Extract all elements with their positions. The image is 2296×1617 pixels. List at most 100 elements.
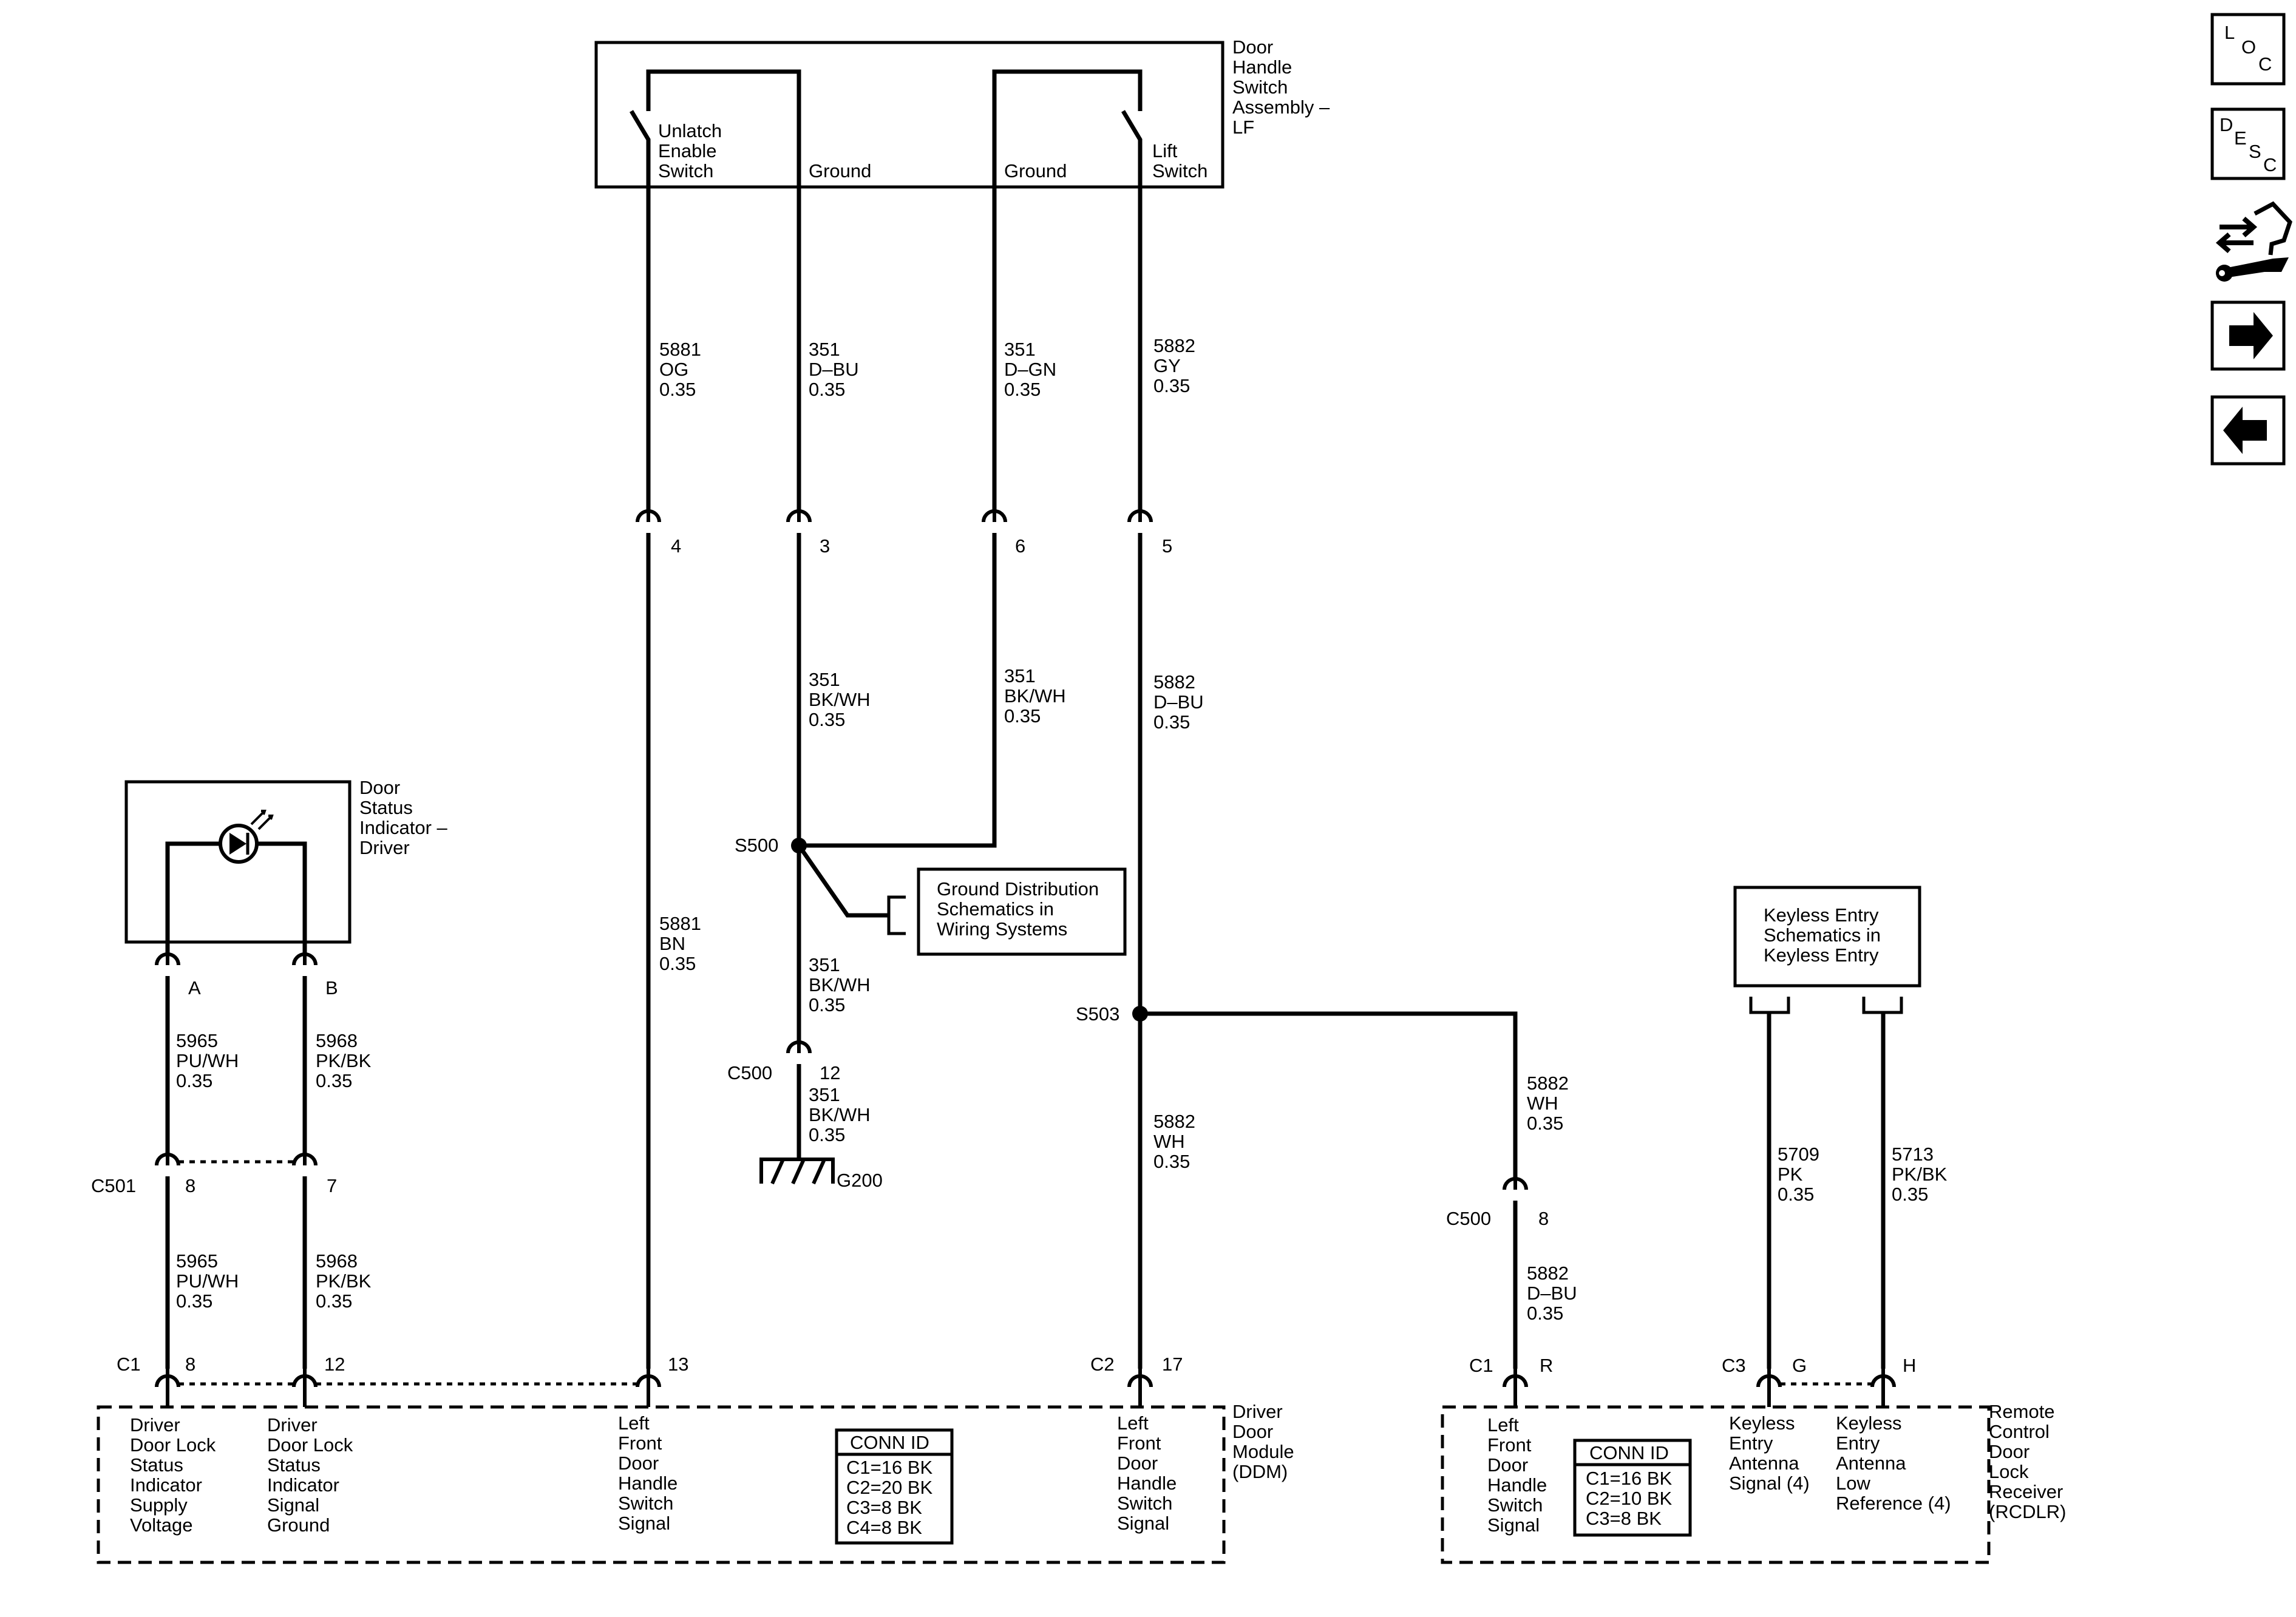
keyless-ref-bracket-left xyxy=(1749,997,1790,1014)
keyless-entry-ref: Keyless Entry Schematics in Keyless Entr… xyxy=(1733,886,1952,1369)
door-status-indicator: Door Status Indicator – Driver A B 5965 … xyxy=(91,777,452,1369)
wire-351-bkwh-b-label: 351 BK/WH 0.35 xyxy=(1004,665,1071,727)
wire-5882-wh-branch xyxy=(1140,1011,1518,1178)
ground-distribution-ref-box[interactable] xyxy=(917,867,1127,956)
ddm-c1-pin-8-label: 8 xyxy=(185,1354,195,1375)
connector-c500-pin-8 xyxy=(1503,1177,1528,1190)
desc-button-c: C xyxy=(2263,154,2277,175)
indicator-title: Door Status Indicator – Driver xyxy=(359,777,452,858)
wire-5881-bn-label: 5881 BN 0.35 xyxy=(659,913,707,974)
unlatch-switch-label: Unlatch Enable Switch xyxy=(658,120,727,181)
rcdlr-c3-pin-h-label: H xyxy=(1903,1355,1916,1376)
ddm-conn-id-rows: C1=16 BK C2=20 BK C3=8 BK C4=8 BK xyxy=(846,1457,938,1538)
wire-351-dgn-label: 351 D–GN 0.35 xyxy=(1004,339,1062,400)
driver-door-module: Driver Door Module (DDM) C1 8 12 13 C2 1… xyxy=(97,1354,1299,1564)
connector-c500-pin-8-label: 8 xyxy=(1538,1208,1549,1229)
lift-switch-label: Lift Switch xyxy=(1152,140,1207,181)
led-icon xyxy=(219,810,274,864)
rcdlr-label-antenna-ref: Keyless Entry Antenna Low Reference (4) xyxy=(1836,1412,1951,1514)
ddm-label-lf-switch: Left Front Door Handle Switch Signal xyxy=(618,1412,683,1534)
forward-arrow-button[interactable] xyxy=(2210,300,2286,371)
rcdlr-title: Remote Control Door Lock Receiver (RCDLR… xyxy=(1989,1401,2068,1522)
ddm-conn-id-header: CONN ID xyxy=(850,1432,929,1453)
rcdlr-box xyxy=(1441,1405,1991,1564)
desc-button[interactable]: D E S C xyxy=(2210,107,2286,180)
connector-c501-pin-8 xyxy=(155,1153,180,1166)
desc-button-s: S xyxy=(2249,141,2261,162)
keyless-entry-ref-text: Keyless Entry Schematics in Keyless Entr… xyxy=(1764,904,1886,966)
back-arrow-button[interactable] xyxy=(2210,395,2286,466)
wire-351-bkwh-a-label: 351 BK/WH 0.35 xyxy=(809,669,875,730)
arrow-right-icon xyxy=(2229,312,2273,359)
pin-5-label: 5 xyxy=(1162,535,1172,557)
connector-pin-3 xyxy=(786,509,812,523)
desc-button-e: E xyxy=(2234,127,2247,149)
ddm-c1-pin-12 xyxy=(292,1369,318,1407)
ddm-c1-label: C1 xyxy=(117,1354,141,1375)
ddm-c1-pin-8 xyxy=(155,1369,180,1407)
ground-g200-label: G200 xyxy=(837,1170,883,1191)
ground-left-label: Ground xyxy=(809,160,871,181)
switch-assembly-title: Door Handle Switch Assembly – LF xyxy=(1232,36,1335,138)
loc-button-c: C xyxy=(2258,53,2272,75)
wire-351-dbu-label: 351 D–BU 0.35 xyxy=(809,339,864,400)
connector-c501-label: C501 xyxy=(91,1175,136,1196)
connector-pin-5 xyxy=(1127,509,1153,523)
wire-5965-puwh-b-label: 5965 PU/WH 0.35 xyxy=(176,1250,244,1312)
rcdlr-label-antenna-signal: Keyless Entry Antenna Signal (4) xyxy=(1729,1412,1810,1494)
door-handle-switch-assembly: Door Handle Switch Assembly – LF Unlatch… xyxy=(594,36,1335,189)
loc-button-l: L xyxy=(2224,22,2235,43)
ddm-c2-label: C2 xyxy=(1090,1354,1115,1375)
rcdlr-c1-pin-r-label: R xyxy=(1540,1355,1553,1376)
indicator-pin-a-label: A xyxy=(188,977,201,998)
splice-s500-label: S500 xyxy=(735,835,778,856)
diagnostic-tool-icon[interactable] xyxy=(2215,201,2292,282)
switch-wires: 5881 OG 0.35 351 D–BU 0.35 351 D–GN 0.35… xyxy=(636,187,1195,557)
connector-c500-b-label: C500 xyxy=(1446,1208,1491,1229)
indicator-internal-wiring xyxy=(165,841,307,953)
wire-5968-pkbk-b-label: 5968 PK/BK 0.35 xyxy=(316,1250,376,1312)
wire-5709-pk-label: 5709 PK 0.35 xyxy=(1778,1144,1825,1205)
ground-g200-icon xyxy=(759,1158,835,1185)
ground-distribution-ref-text: Ground Distribution Schematics in Wiring… xyxy=(937,878,1104,940)
unlatch-switch-contact xyxy=(629,110,651,187)
connector-c500-pin-12 xyxy=(786,1040,812,1054)
ground-right-label: Ground xyxy=(1004,160,1067,181)
ground-ref-bracket xyxy=(887,895,906,935)
keyless-entry-ref-box[interactable] xyxy=(1733,886,1921,988)
pin-3-label: 3 xyxy=(820,535,830,557)
wire-351-bkwh-b xyxy=(799,533,997,848)
ddm-c1-pin-12-label: 12 xyxy=(324,1354,345,1375)
ddm-conn-id-table: CONN ID C1=16 BK C2=20 BK C3=8 BK C4=8 B… xyxy=(835,1428,954,1545)
rcdlr-c3-pin-g xyxy=(1756,1369,1782,1407)
wire-351-bkwh-ground-a-label: 351 BK/WH 0.35 xyxy=(809,954,875,1015)
wire-5713-pkbk-label: 5713 PK/BK 0.35 xyxy=(1892,1144,1952,1205)
connector-c501-pin-7-label: 7 xyxy=(327,1175,337,1196)
unlatch-switch-ground-loop xyxy=(646,69,801,187)
wire-5882-wh-branch-label: 5882 WH 0.35 xyxy=(1527,1073,1574,1134)
connector-c501-pin-7 xyxy=(292,1153,318,1166)
indicator-pin-b xyxy=(292,952,318,966)
remote-control-door-lock-receiver: Remote Control Door Lock Receiver (RCDLR… xyxy=(1441,1355,2068,1564)
connector-pin-6 xyxy=(982,509,1007,523)
rcdlr-c3-label: C3 xyxy=(1722,1355,1746,1376)
connector-pin-4 xyxy=(636,509,661,523)
wire-5882-dbu-rcdlr-label: 5882 D–BU 0.35 xyxy=(1527,1263,1582,1324)
ground-ref-leader xyxy=(797,844,889,918)
pin-6-label: 6 xyxy=(1015,535,1025,557)
switch-assembly-box xyxy=(594,41,1224,189)
ddm-title: Driver Door Module (DDM) xyxy=(1232,1401,1299,1482)
rcdlr-c3-pin-h xyxy=(1870,1369,1896,1407)
arrow-left-icon xyxy=(2223,407,2267,454)
loc-button[interactable]: L O C xyxy=(2210,13,2286,86)
rcdlr-c3-pin-g-label: G xyxy=(1792,1355,1807,1376)
connector-c501-pin-8-label: 8 xyxy=(185,1175,195,1196)
connector-c500-label: C500 xyxy=(727,1062,772,1083)
ddm-box xyxy=(97,1405,1226,1564)
ddm-c1-pin-13-label: 13 xyxy=(668,1354,688,1375)
loc-button-o: O xyxy=(2241,36,2256,58)
rcdlr-conn-id-table: CONN ID C1=16 BK C2=10 BK C3=8 BK xyxy=(1573,1439,1692,1537)
indicator-box xyxy=(124,780,352,944)
ddm-c2-pin-17 xyxy=(1127,1369,1153,1407)
